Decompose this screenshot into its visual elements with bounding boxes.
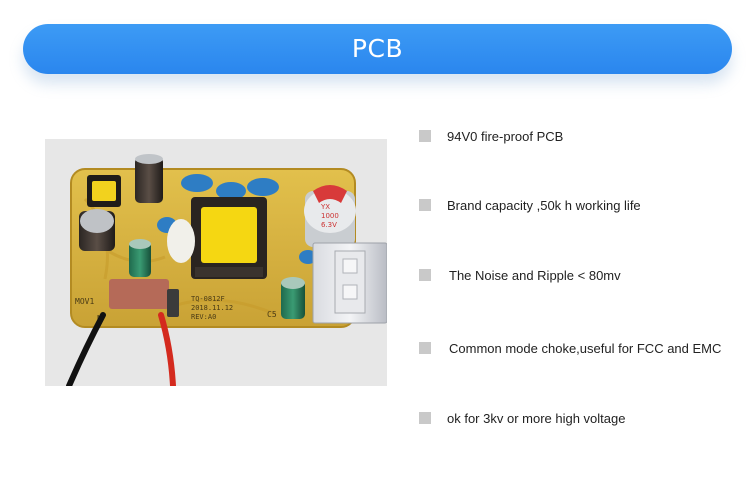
- bullet-square: [419, 130, 431, 142]
- title-banner: PCB: [23, 24, 732, 74]
- green-capacitor-1: [281, 279, 305, 319]
- fuse: [167, 289, 179, 317]
- page-title: PCB: [351, 34, 404, 63]
- feature-text: ok for 3kv or more high voltage: [447, 411, 626, 426]
- green-capacitor-2: [129, 241, 151, 277]
- choke-winding: [92, 181, 116, 201]
- black-wire: [66, 312, 106, 386]
- transformer-core: [201, 207, 257, 263]
- feature-text: 94V0 fire-proof PCB: [447, 129, 564, 144]
- capacitor-label-3: 6.3V: [321, 221, 337, 229]
- capacitor-large-top: [304, 189, 356, 233]
- blue-capacitor-1: [181, 174, 213, 192]
- bullet-square: [419, 412, 431, 424]
- bullet-square: [419, 342, 431, 354]
- usb-contact: [342, 258, 358, 274]
- capacitor-label-2: 1000: [321, 212, 339, 220]
- blue-capacitor-3: [247, 178, 279, 196]
- green-capacitor-2-top: [129, 239, 151, 249]
- feature-text: The Noise and Ripple < 80mv: [449, 268, 621, 283]
- transformer-pins: [195, 267, 263, 277]
- feature-item: The Noise and Ripple < 80mv: [419, 268, 639, 284]
- capacitor-stripe: [313, 185, 347, 203]
- bullet-square: [419, 199, 431, 211]
- feature-item: ok for 3kv or more high voltage: [419, 411, 639, 427]
- board-text-3: REV:A0: [191, 313, 216, 321]
- green-capacitor-1-top: [281, 277, 305, 289]
- bullet-square: [419, 269, 431, 281]
- silkscreen-mov: MOV1: [75, 297, 94, 306]
- feature-text: Common mode choke,useful for FCC and EMC: [449, 341, 722, 356]
- board-text: TQ-0812F: [191, 295, 225, 303]
- blue-capacitor-2: [216, 182, 246, 200]
- capacitor-label: YX: [320, 203, 330, 211]
- capacitor-left-cap: [80, 209, 114, 233]
- mov-component: [109, 279, 169, 309]
- feature-text: Brand capacity ,50k h working life: [447, 198, 641, 213]
- usb-contact-2: [342, 284, 358, 300]
- glue: [167, 219, 195, 263]
- capacitor-top-cap: [135, 154, 163, 164]
- feature-item: 94V0 fire-proof PCB: [419, 129, 579, 145]
- feature-item: Brand capacity ,50k h working life: [419, 198, 659, 214]
- pcb-illustration: YX 1000 6.3V MOV1 N C5 TQ-0812F 2018.11.…: [66, 154, 387, 386]
- silkscreen-c5: C5: [267, 310, 277, 319]
- feature-item: Common mode choke,useful for FCC and EMC: [419, 341, 739, 357]
- capacitor-top: [135, 157, 163, 203]
- red-wire: [158, 312, 176, 386]
- board-text-2: 2018.11.12: [191, 304, 233, 312]
- pcb-photo: YX 1000 6.3V MOV1 N C5 TQ-0812F 2018.11.…: [45, 139, 387, 386]
